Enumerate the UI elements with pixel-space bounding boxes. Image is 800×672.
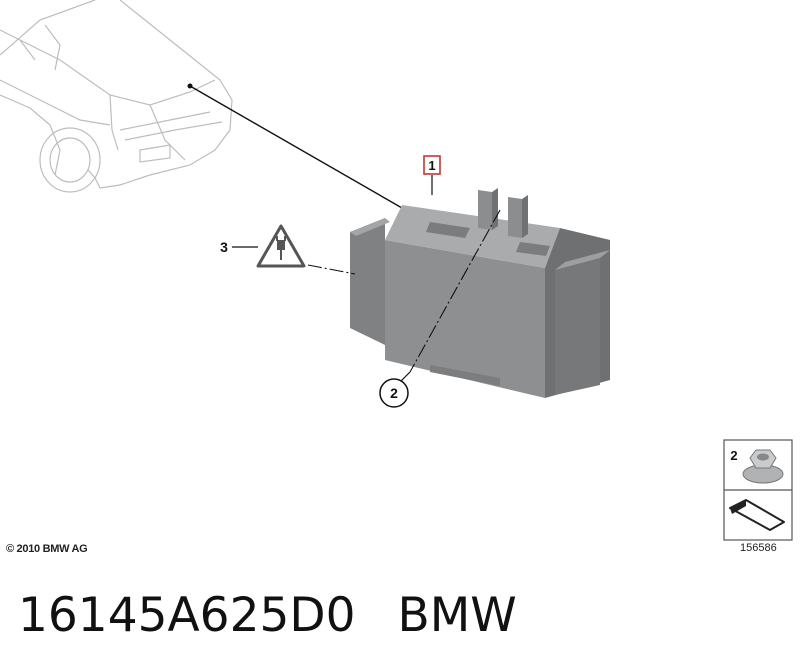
callout-circle-2[interactable] [379, 378, 409, 408]
control-unit-part [350, 188, 610, 398]
axis-line-3 [307, 264, 356, 275]
callout-box-1[interactable] [423, 155, 441, 175]
callout-label-1: 1 [428, 158, 435, 173]
electrical-warning-icon [256, 224, 306, 268]
part-caption: 16145A625D0 BMW [18, 588, 517, 643]
leader-line-2 [399, 371, 411, 383]
copyright-notice: © 2010 BMW AG [6, 543, 88, 555]
parts-diagram: 1 3 2 [0, 0, 793, 541]
leader-line-car [189, 85, 403, 209]
callout-label-2: 2 [390, 385, 398, 401]
part-number: 16145A625D0 [18, 588, 356, 643]
axis-line-main [409, 209, 501, 373]
nut-icon [742, 449, 784, 484]
drawing-number: 156586 [740, 542, 777, 554]
car-outline [0, 0, 233, 193]
brand-name: BMW [397, 588, 517, 643]
fastening-arrow-icon [729, 499, 785, 531]
legend-item-label: 2 [730, 448, 737, 463]
callout-label-3: 3 [220, 239, 228, 255]
